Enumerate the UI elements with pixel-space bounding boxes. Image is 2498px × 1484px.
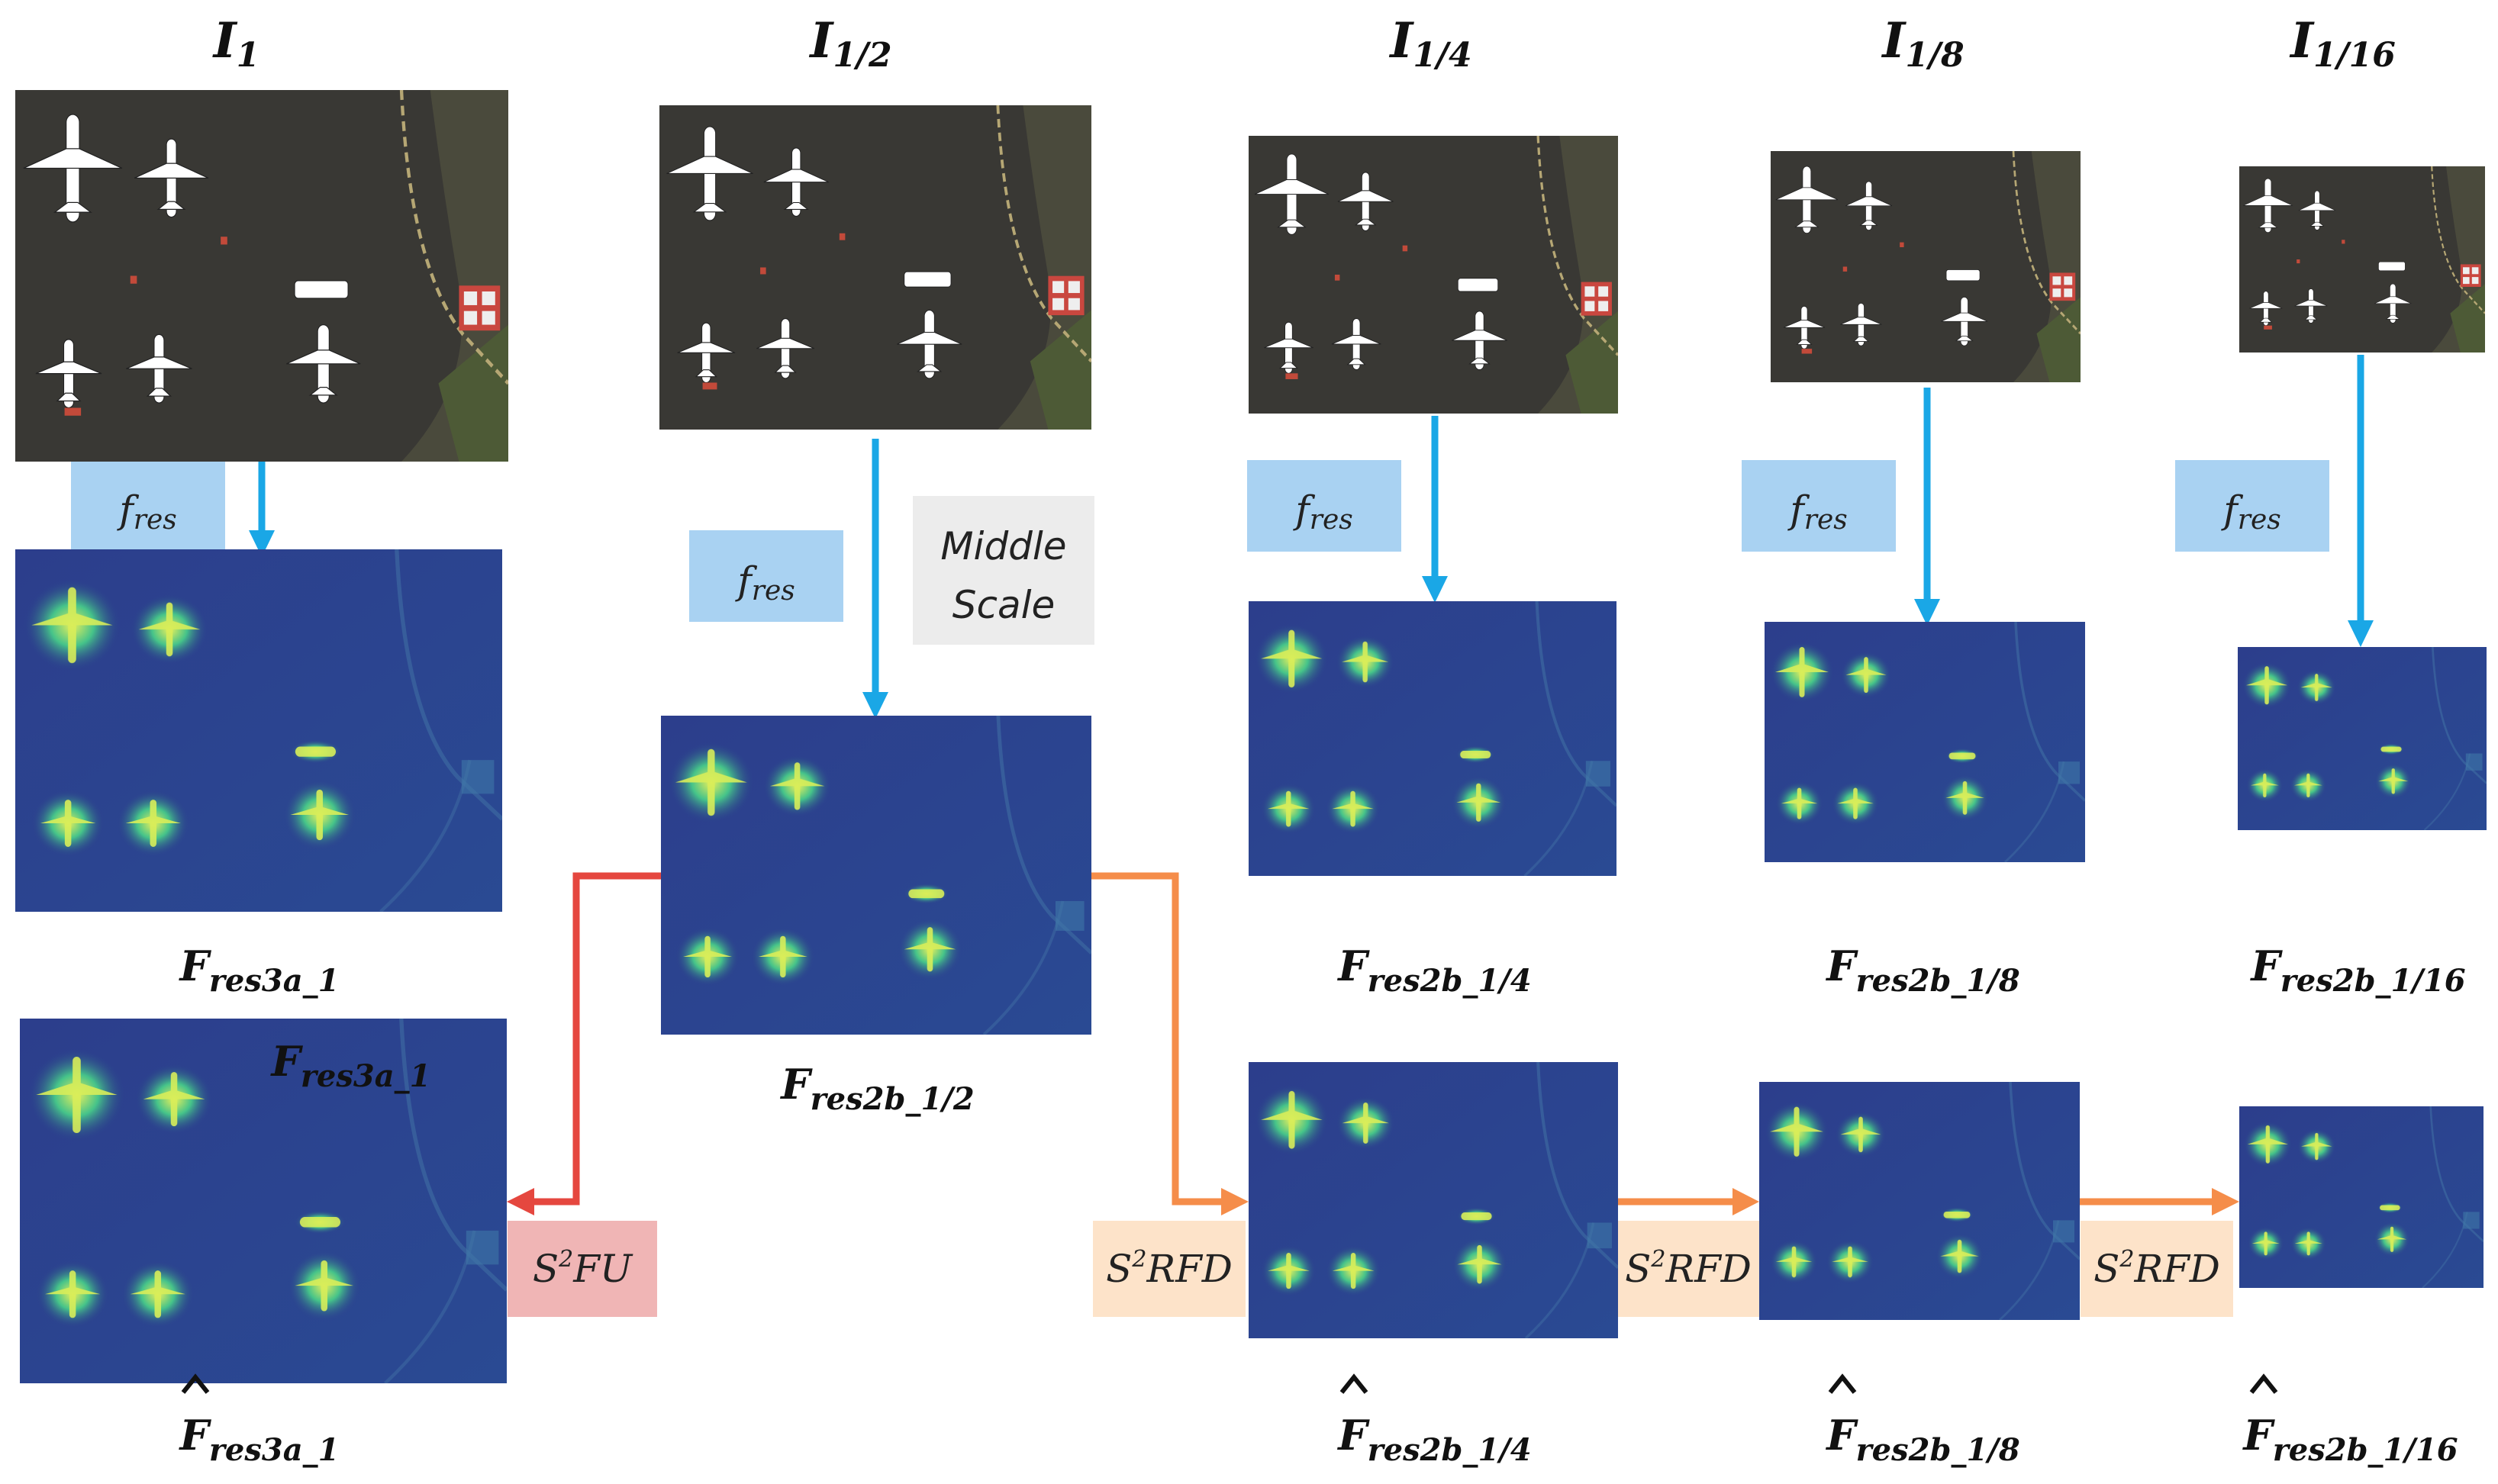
overlay-feature-label-1: Fres3a_1: [270, 1037, 431, 1094]
refined-feature-map-1: [20, 1019, 507, 1383]
input-image-1-8: [1771, 151, 2081, 382]
s2rfd-box-1-8: S2RFD: [1618, 1221, 1759, 1317]
svg-text:Scale: Scale: [952, 583, 1056, 627]
refined-label-1-4: Fres2b_1/4: [1336, 1373, 1532, 1468]
fres-box-1: fres: [71, 462, 225, 549]
svg-text:S2RFD: S2RFD: [2093, 1246, 2220, 1291]
svg-text:Fres2b_1/4: Fres2b_1/4: [1336, 1411, 1531, 1468]
fres-box-1-4: fres: [1247, 460, 1401, 552]
blue-arrows: [258, 355, 2364, 696]
feature-label-1-4: Fres2b_1/4: [1336, 942, 1531, 999]
feature-label-1-2: Fres2b_1/2: [779, 1060, 974, 1117]
input-image-1-4: [1249, 136, 1618, 414]
svg-text:Fres2b_1/8: Fres2b_1/8: [1825, 1411, 2019, 1468]
svg-text:Fres3a_1: Fres3a_1: [179, 1411, 340, 1468]
feature-map-1-16: [2238, 647, 2487, 830]
middle-scale-box: Middle Scale: [913, 496, 1094, 645]
scale-title-1-16: I1/16: [2289, 12, 2396, 75]
svg-text:S2FU: S2FU: [533, 1246, 633, 1291]
scale-title-1-2: I1/2: [808, 12, 891, 75]
refined-label-1: Fres3a_1: [179, 1373, 340, 1468]
feature-label-1-8: Fres2b_1/8: [1825, 942, 2019, 999]
input-image-1-16: [2239, 166, 2485, 352]
s2fu-arrow: [507, 872, 661, 1215]
refined-feature-map-1-16: [2239, 1106, 2483, 1288]
s2rfd-box-1-4: S2RFD: [1093, 1221, 1246, 1317]
refined-feature-map-1-8: [1759, 1082, 2080, 1320]
fres-box-1-16: fres: [2175, 460, 2329, 552]
input-image-1-2: [659, 105, 1091, 430]
refined-feature-map-1-4: [1249, 1062, 1618, 1338]
svg-text:S2RFD: S2RFD: [1106, 1246, 1233, 1291]
svg-text:S2RFD: S2RFD: [1625, 1246, 1752, 1291]
scale-title-1-4: I1/4: [1388, 12, 1471, 75]
scale-title-1: I1: [212, 12, 260, 75]
s2fu-box: S2FU: [508, 1221, 657, 1317]
blue-arrowheads: [249, 530, 2374, 719]
fres-box-1-2: fres: [689, 530, 843, 622]
feature-label-1: Fres3a_1: [179, 942, 340, 999]
s2rfd-box-1-16: S2RFD: [2081, 1221, 2233, 1317]
svg-text:Fres2b_1/16: Fres2b_1/16: [2242, 1411, 2458, 1468]
fres-box-1-8: fres: [1742, 460, 1896, 552]
feature-label-1-16: Fres2b_1/16: [2249, 942, 2465, 999]
s2rfd-arrows: [1091, 872, 2239, 1215]
feature-map-1-2: [661, 716, 1091, 1035]
svg-text:Middle: Middle: [940, 524, 1066, 568]
refined-label-1-8: Fres2b_1/8: [1825, 1373, 2020, 1468]
svg-text:fres: fres: [734, 559, 795, 607]
scale-title-1-8: I1/8: [1881, 12, 1964, 75]
refined-label-1-16: Fres2b_1/16: [2242, 1373, 2458, 1468]
feature-map-1: [15, 549, 502, 912]
feature-map-1-8: [1765, 622, 2085, 862]
input-image-1: [15, 90, 508, 462]
feature-map-1-4: [1249, 601, 1616, 876]
